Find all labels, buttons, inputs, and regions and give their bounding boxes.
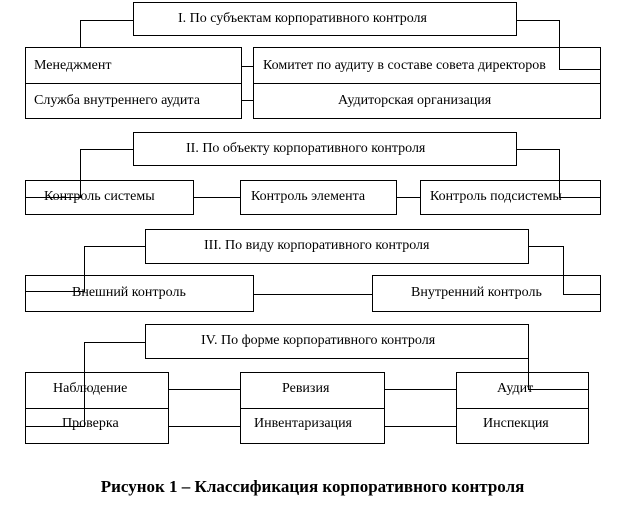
connector	[516, 149, 559, 150]
category-label: Внешний контроль	[72, 285, 186, 300]
connector	[25, 426, 85, 427]
category-label: Инвентаризация	[254, 416, 352, 431]
connector	[563, 275, 564, 294]
connector	[80, 20, 133, 21]
row-divider	[25, 83, 242, 84]
group-title: IV. По форме корпоративного контроля	[201, 333, 436, 348]
category-box: Контроль подсистемы	[420, 180, 601, 215]
category-label: Менеджмент	[34, 58, 112, 73]
connector	[559, 149, 560, 181]
row-divider	[25, 408, 169, 409]
category-box: Внешний контроль	[25, 275, 254, 312]
connector	[384, 389, 456, 390]
category-box: Внутренний контроль	[372, 275, 601, 312]
connector	[516, 20, 559, 21]
connector	[563, 294, 601, 295]
category-label: Наблюдение	[53, 381, 128, 396]
category-box: Ревизия Инвентаризация	[240, 372, 385, 444]
category-label: Служба внутреннего аудита	[34, 93, 200, 108]
connector	[168, 389, 241, 390]
row-divider	[240, 408, 385, 409]
connector	[84, 372, 85, 426]
connector	[528, 358, 529, 373]
connector	[193, 197, 241, 198]
group-title-box: IV. По форме корпоративного контроля	[145, 324, 529, 359]
group-title-box: III. По виду корпоративного контроля	[145, 229, 529, 264]
category-label: Контроль элемента	[251, 189, 366, 204]
group-title: II. По объекту корпоративного контроля	[186, 141, 426, 156]
group-title: III. По виду корпоративного контроля	[204, 238, 430, 253]
row-divider	[456, 408, 589, 409]
connector	[84, 275, 85, 291]
connector	[559, 69, 601, 70]
connector	[84, 246, 85, 276]
connector	[384, 426, 456, 427]
connector	[80, 180, 81, 197]
category-label: Комитет по аудиту в составе совета дирек…	[263, 58, 546, 73]
connector	[80, 149, 81, 181]
connector	[253, 294, 373, 295]
category-label: Проверка	[62, 416, 119, 431]
connector	[241, 66, 253, 67]
connector	[528, 372, 529, 389]
figure-caption: Рисунок 1 – Классификация корпоративного…	[100, 477, 525, 496]
connector	[528, 246, 563, 247]
category-label: Инспекция	[483, 416, 549, 431]
category-box: Аудит Инспекция	[456, 372, 589, 444]
row-divider	[253, 83, 601, 84]
connector	[25, 197, 81, 198]
category-label: Внутренний контроль	[411, 285, 542, 300]
category-box: Контроль элемента	[240, 180, 397, 215]
connector	[563, 246, 564, 276]
group-title: I. По субъектам корпоративного контроля	[178, 11, 427, 26]
connector	[84, 342, 85, 373]
connector	[528, 389, 589, 390]
category-box: Наблюдение Проверка	[25, 372, 169, 444]
connector	[84, 342, 145, 343]
category-label: Аудит	[497, 381, 534, 396]
connector	[396, 197, 421, 198]
category-label: Контроль системы	[44, 189, 155, 204]
connector	[241, 100, 253, 101]
connector	[25, 291, 85, 292]
group-title-box: I. По субъектам корпоративного контроля	[133, 2, 517, 36]
connector	[84, 246, 145, 247]
category-label: Контроль подсистемы	[430, 189, 562, 204]
category-box: Менеджмент Служба внутреннего аудита	[25, 47, 242, 119]
connector	[559, 180, 560, 197]
connector	[559, 197, 601, 198]
connector	[80, 149, 133, 150]
connector	[168, 426, 241, 427]
category-label: Аудиторская организация	[338, 93, 492, 108]
category-label: Ревизия	[282, 381, 330, 396]
connector	[559, 47, 560, 69]
category-box: Комитет по аудиту в составе совета дирек…	[253, 47, 601, 119]
group-title-box: II. По объекту корпоративного контроля	[133, 132, 517, 166]
